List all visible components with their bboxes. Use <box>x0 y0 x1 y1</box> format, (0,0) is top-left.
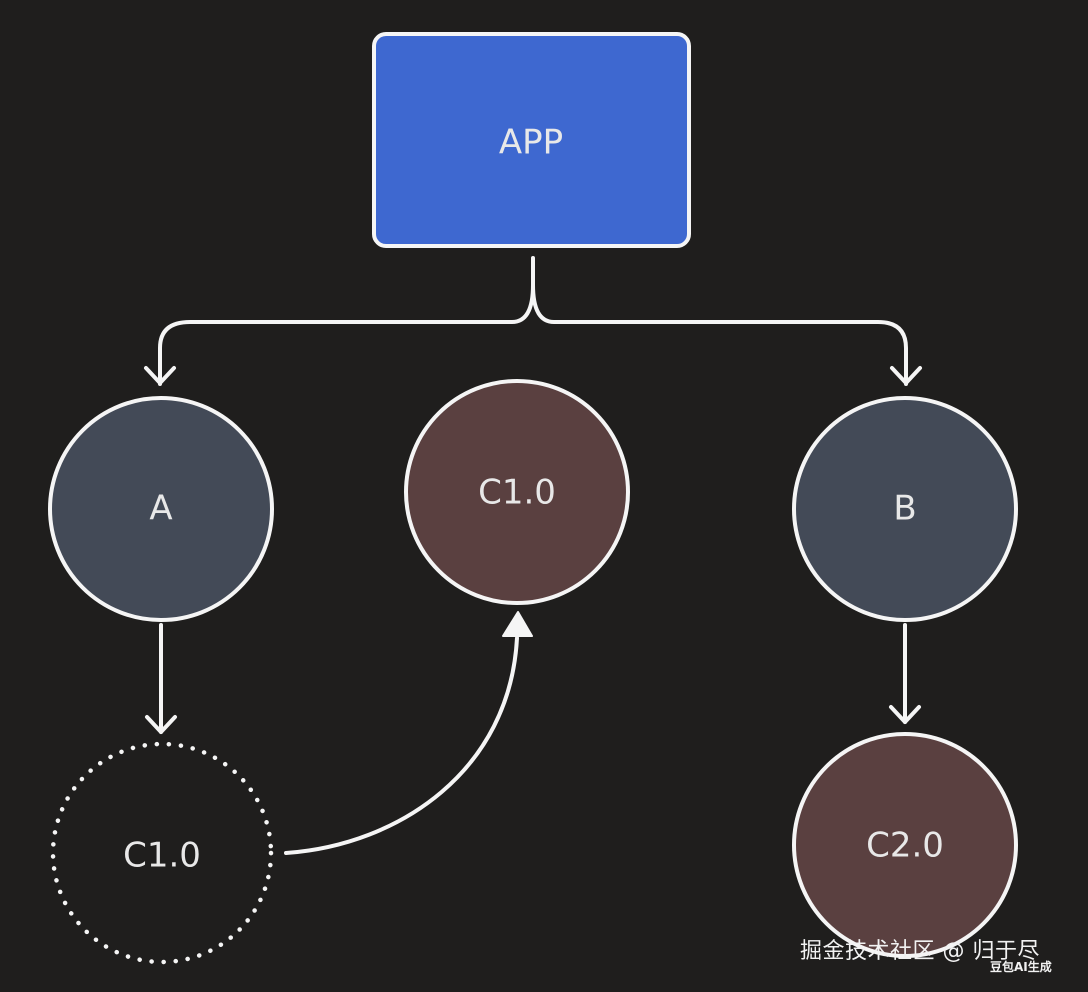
node-c-hoisted-circle <box>404 379 630 605</box>
node-app: APP <box>372 32 691 248</box>
arrowhead-to-c-b-icon <box>889 705 921 724</box>
arrowhead-to-c-original-icon <box>145 715 177 734</box>
node-a: A <box>48 396 274 622</box>
node-c-original: C1.0 <box>50 741 274 965</box>
node-c-hoisted: C1.0 <box>404 379 630 605</box>
node-c-original-label: C1.0 <box>123 836 201 876</box>
node-app-box <box>372 32 691 248</box>
watermark-subtext: 豆包AI生成 <box>990 960 1052 974</box>
node-c-original-circle <box>50 741 274 965</box>
node-c-b: C2.0 <box>792 732 1018 958</box>
edge-hoist-curve <box>284 636 519 855</box>
node-c-b-circle <box>792 732 1018 958</box>
arrowhead-to-c-hoisted-icon <box>502 611 533 637</box>
watermark-text: 掘金技术社区 @ 归于尽 <box>800 939 1040 964</box>
node-b-label: B <box>893 489 916 529</box>
node-a-circle <box>48 396 274 622</box>
arrowhead-to-a-icon <box>144 366 176 385</box>
arrowhead-to-b-icon <box>890 366 922 385</box>
node-app-label: APP <box>499 123 563 163</box>
node-b-circle <box>792 396 1018 622</box>
node-b: B <box>792 396 1018 622</box>
node-c-b-label: C2.0 <box>866 826 944 866</box>
node-c-hoisted-label: C1.0 <box>478 473 556 513</box>
app-branch-connector <box>158 256 908 386</box>
node-a-label: A <box>149 489 172 529</box>
connectors <box>144 256 922 855</box>
